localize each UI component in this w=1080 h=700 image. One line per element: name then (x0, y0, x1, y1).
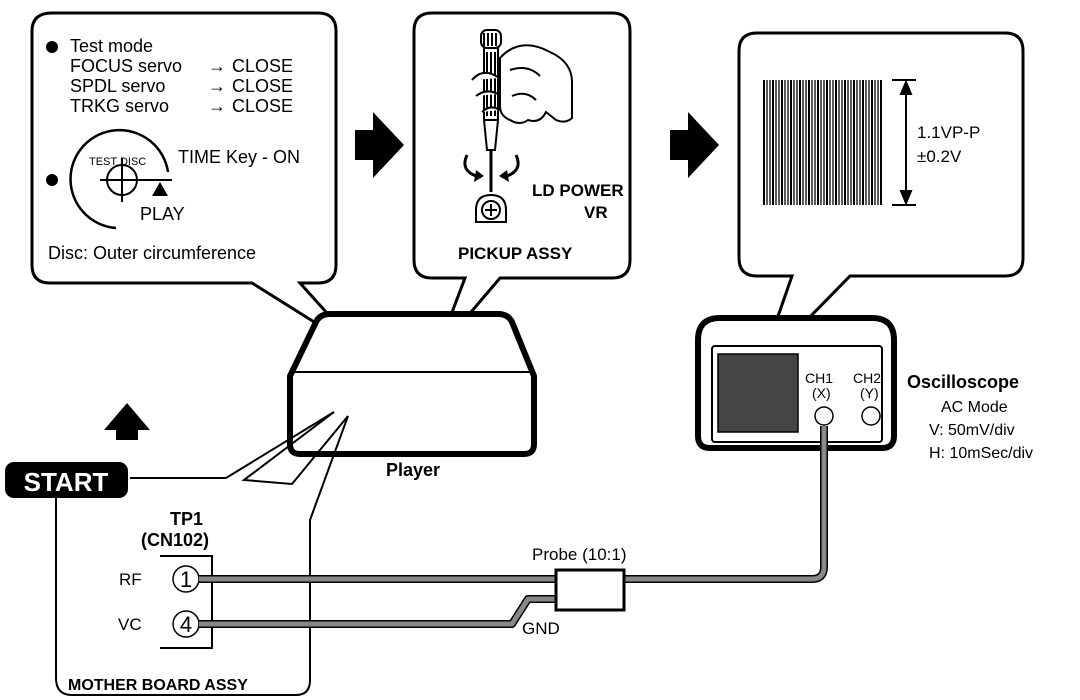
start-pointer-line (225, 411, 335, 479)
disc-note: Disc: Outer circumference (48, 243, 256, 263)
pin-4-number: 4 (180, 612, 192, 637)
start-badge (5, 462, 128, 498)
probe-cable (199, 426, 828, 628)
gnd-label: GND (522, 619, 560, 638)
scope-screen (717, 353, 799, 433)
arrow-right-icon: → (208, 56, 226, 76)
arrow-right-icon (670, 112, 719, 178)
bullet-icon (46, 174, 58, 186)
test-mode-heading: Test mode (70, 36, 153, 56)
waveform-graphic (763, 80, 882, 205)
bullet-icon (46, 41, 58, 53)
servo-name: TRKG servo (70, 96, 169, 116)
player-device (287, 311, 537, 457)
amplitude-tolerance: ±0.2V (917, 147, 962, 166)
probe-label: Probe (10:1) (532, 545, 627, 564)
arrow-right-icon: → (208, 96, 226, 116)
servo-state: CLOSE (232, 76, 293, 96)
vr-potentiometer-icon (475, 193, 507, 223)
servo-state: CLOSE (232, 56, 293, 76)
pin-1-number: 1 (180, 567, 192, 592)
play-label: PLAY (140, 204, 185, 224)
tp-label: TP1 (170, 509, 203, 529)
ch1-label: CH1 (805, 370, 833, 386)
screwdriver-icon (480, 29, 502, 192)
pin-name-vc: VC (118, 615, 142, 634)
arrow-right-icon (355, 112, 404, 178)
ch2-label: CH2 (853, 370, 881, 386)
vr-label-line2: VR (584, 203, 608, 222)
ch2-sub-label: (Y) (860, 385, 879, 401)
servo-name: FOCUS servo (70, 56, 182, 76)
arrow-right-icon: → (208, 76, 226, 96)
ch1-connector (814, 406, 834, 426)
scope-h-setting: H: 10mSec/div (929, 445, 1033, 462)
player-label: Player (386, 460, 440, 480)
disc-icon (69, 128, 172, 230)
servo-state: CLOSE (232, 96, 293, 116)
arrow-up-icon (104, 403, 150, 440)
probe-body (554, 568, 626, 612)
pickup-assy-label: PICKUP ASSY (458, 244, 573, 263)
mother-board-label: MOTHER BOARD ASSY (68, 677, 248, 694)
servo-name: SPDL servo (70, 76, 165, 96)
connector-body (160, 555, 213, 649)
scope-mode: AC Mode (941, 399, 1008, 416)
rotate-icon (463, 154, 520, 182)
time-key-text: TIME Key - ON (178, 147, 300, 167)
oscilloscope-title: Oscilloscope (907, 372, 1019, 392)
amplitude-value: 1.1VP-P (917, 123, 980, 142)
hand-icon (471, 44, 573, 124)
ch2-connector (861, 406, 881, 426)
pin-name-rf: RF (119, 570, 142, 589)
mother-board-callout (55, 411, 349, 696)
servo-list: FOCUS servo → CLOSE SPDL servo → CLOSE T… (70, 56, 293, 116)
ch1-sub-label: (X) (812, 385, 831, 401)
oscilloscope-device (695, 315, 897, 451)
disc-label: TEST DISC (89, 156, 146, 168)
scope-v-setting: V: 50mV/div (929, 422, 1015, 439)
start-label: START (24, 467, 109, 497)
amplitude-dimension (892, 79, 916, 206)
connector-label: (CN102) (141, 530, 209, 550)
vr-label-line1: LD POWER (532, 181, 624, 200)
